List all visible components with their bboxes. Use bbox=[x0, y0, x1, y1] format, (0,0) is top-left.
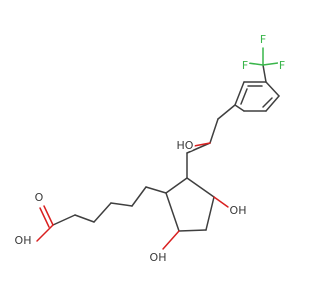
bond-ring-3 bbox=[205, 196, 215, 231]
bond-cf3-anchor bbox=[262, 64, 267, 83]
bond-chain-2 bbox=[93, 202, 112, 223]
bond-ring-2 bbox=[178, 229, 207, 232]
fluorine-top-label: F bbox=[260, 33, 266, 46]
bond-benzene-1 bbox=[234, 81, 245, 106]
bonds bbox=[36, 47, 280, 250]
bond-carboxyl-hydroxyl bbox=[36, 224, 54, 242]
bond-chain-1 bbox=[74, 214, 95, 223]
bond-ring-hydroxyl-lower bbox=[162, 230, 180, 250]
bond-side-chain-hydroxyl bbox=[193, 142, 211, 147]
bond-side-chain-4 bbox=[217, 104, 236, 120]
carboxyl-hydroxyl-label: OH bbox=[15, 234, 32, 247]
bond-benzene-double-3 bbox=[240, 88, 248, 105]
bond-acid-carbon-to-chain bbox=[52, 214, 76, 226]
chemical-structure-diagram: HO OH OH O OH F F F bbox=[13, 31, 288, 266]
bond-chain-3 bbox=[110, 202, 133, 207]
bond-benzene-4 bbox=[265, 95, 280, 112]
bond-ring-1 bbox=[165, 192, 180, 232]
bond-side-chain-3 bbox=[209, 118, 219, 144]
ring-hydroxyl-upper-label: OH bbox=[230, 204, 247, 217]
bond-ring-5 bbox=[165, 177, 188, 194]
bond-benzene-6 bbox=[234, 104, 245, 112]
bond-side-chain-2 bbox=[186, 142, 211, 154]
bond-ring-hydroxyl-upper bbox=[213, 196, 229, 208]
bond-cf3-left bbox=[247, 62, 264, 66]
ring-hydroxyl-lower-label: OH bbox=[150, 251, 167, 264]
bond-carbonyl-a bbox=[43, 205, 54, 226]
bond-chain-5 bbox=[145, 186, 167, 194]
molecule-drawing: HO OH OH O OH F F F bbox=[13, 31, 288, 266]
bond-benzene-double-2 bbox=[262, 97, 273, 108]
bond-cf3-right bbox=[262, 62, 279, 66]
fluorine-left-label: F bbox=[242, 59, 248, 72]
bond-carbonyl-b bbox=[39, 207, 50, 228]
side-chain-hydroxyl-label: HO bbox=[177, 139, 194, 152]
atom-labels: HO OH OH O OH F F F bbox=[13, 31, 288, 266]
bond-chain-4 bbox=[131, 186, 147, 207]
carbonyl-oxygen-label: O bbox=[35, 191, 44, 204]
fluorine-right-label: F bbox=[279, 59, 285, 72]
bond-benzene-3 bbox=[265, 81, 280, 97]
bond-ring-4 bbox=[186, 177, 215, 198]
